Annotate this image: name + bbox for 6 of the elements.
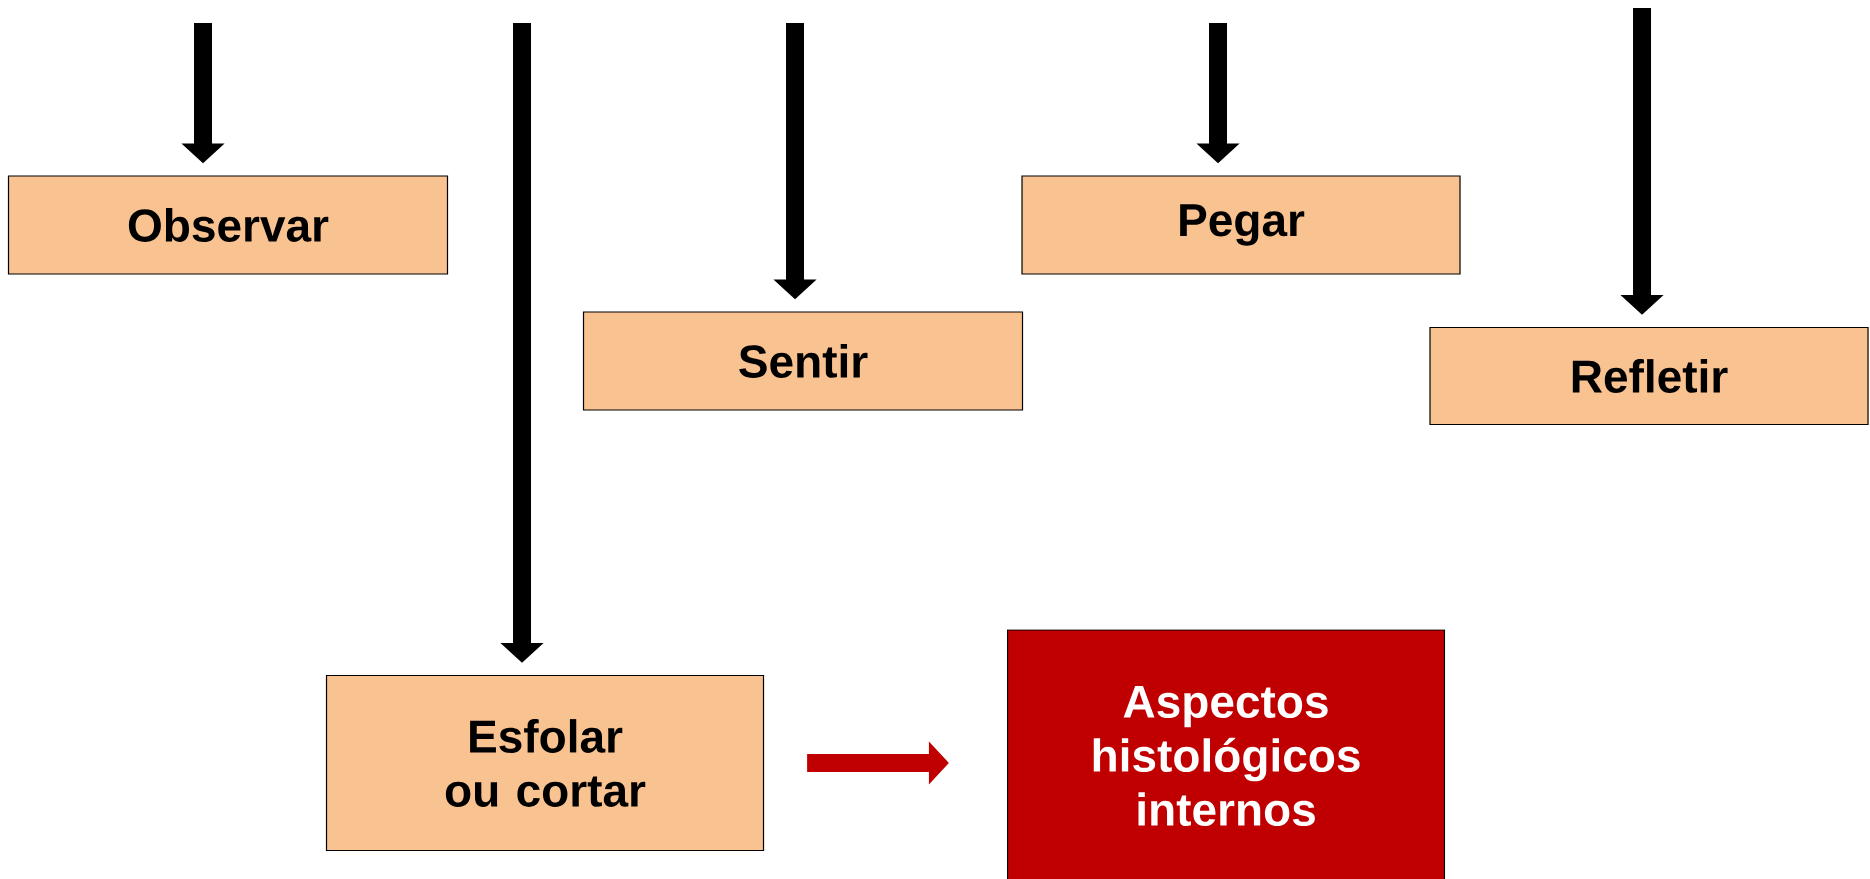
process-box: Observar [7, 175, 449, 275]
process-box: Sentir [582, 311, 1024, 411]
process-box: Pegar [1021, 175, 1461, 275]
process-box: Refletir [1429, 326, 1869, 426]
process-box: Aspectos histológicos internos [1006, 629, 1446, 879]
process-box: Esfolar ou cortar [325, 674, 765, 852]
